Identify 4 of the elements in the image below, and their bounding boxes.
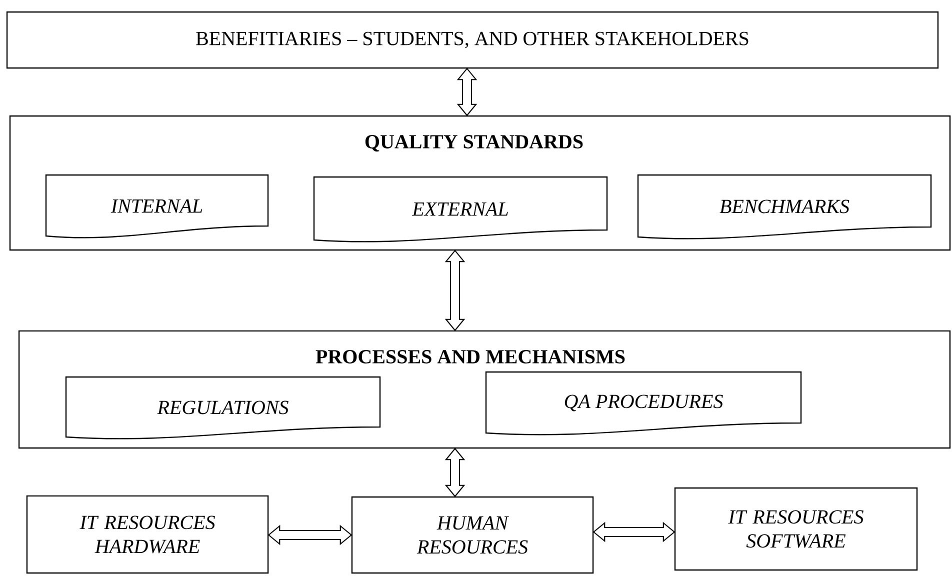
resource-box: IT RESOURCES HARDWARE xyxy=(26,495,269,574)
resource-box: IT RESOURCES SOFTWARE xyxy=(674,487,918,571)
stakeholder-box: BENEFITIARIES – STUDENTS, AND OTHER STAKEHOLDERS xyxy=(6,11,939,69)
resource-box: HUMAN RESOURCES xyxy=(351,496,594,574)
